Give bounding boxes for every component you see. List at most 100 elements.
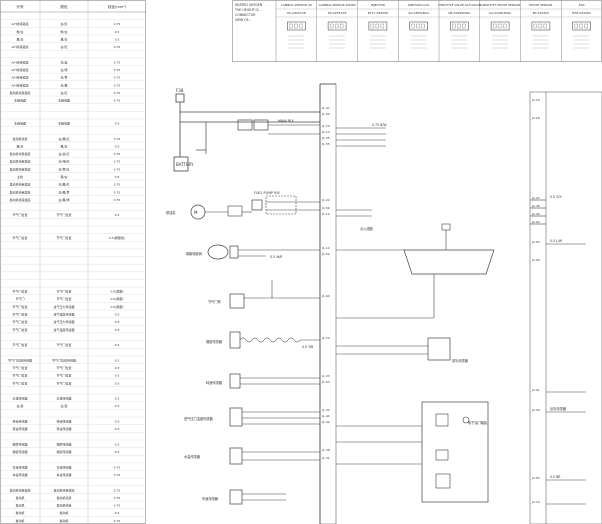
o2-label: 前氧传感器 <box>452 358 469 363</box>
table-cell: 0.75 <box>114 99 121 103</box>
ecu-pin-labels-left: J1-47J1-02J1-70J1-13J1-35J1-55J1-22J1-59… <box>321 106 330 460</box>
wire-label-3: 0.75 B/W <box>372 123 387 127</box>
table-cell: 水温传感器 <box>56 396 71 401</box>
table-cell: 0.5 <box>115 511 120 515</box>
table-cell: 节气门位置 <box>56 235 71 240</box>
connector-part: BT-S44365 <box>533 11 549 15</box>
table-cell: 节气门 <box>15 296 24 301</box>
table-cell: 转速传感器 <box>12 419 27 424</box>
connector-icon <box>287 21 306 31</box>
wire-label-4: 0.5 G/Y <box>550 195 562 199</box>
svg-text:M: M <box>194 210 198 215</box>
table-cell: 黑/白 <box>16 143 23 148</box>
table-cell: 进气温度传感器 <box>53 327 74 332</box>
ecu-pin-label: J1-31 <box>321 456 330 460</box>
connector-part: BTR-S44365 <box>572 11 590 15</box>
table-cell: 节气门位置 <box>12 212 27 217</box>
table-cell: 发动机线束插接 <box>9 182 30 187</box>
table-cell: 水温传感器 <box>12 396 27 401</box>
canister-valve: 碳罐电磁阀 0.5 W/R <box>186 244 320 260</box>
fuse-label: F38 <box>176 88 184 93</box>
ecu-right-wires: 0.75 B/W 0.5 G/Y 0.5 L/W 0.5 BR 点火线圈 后氧传… <box>336 123 586 505</box>
pedal-label: 电子油门踏板 <box>468 420 488 425</box>
table-cell: 0.5 <box>115 420 120 424</box>
relay-fuel: FUEL PUMP RLY <box>251 191 320 215</box>
table-cell: 节气门位置 <box>12 327 27 332</box>
ecu-pin-label: J1-70 <box>321 124 330 128</box>
connector-part: KA-S2981DWA <box>489 11 512 15</box>
ecu-pin-label: J2-14 <box>531 500 540 504</box>
table-cell: 主继电器 <box>14 98 26 103</box>
fuel-pump: M 燃油泵 <box>166 204 252 220</box>
table-cell: 白/蓝 <box>60 403 67 408</box>
table-cell: 0.5(屏蔽) <box>110 289 123 294</box>
map-sensor: 进气压力温度传感器 <box>184 407 320 427</box>
table-cell: 0.75 <box>114 152 121 156</box>
table-cell: 0.5(屏蔽) <box>110 296 123 301</box>
table-cell: 发动机线束插接 <box>9 166 30 171</box>
ecu-pin-label: J1-33 <box>321 374 330 378</box>
ecu-pin-label: J1-74 <box>321 336 330 340</box>
wire-label-1: 0.5 W/R <box>270 255 283 259</box>
table-cell: 节气门位置 <box>12 235 27 240</box>
table-cell: 白/蓝/红 <box>58 151 69 156</box>
table-cell: 进气压力传感器 <box>53 319 74 324</box>
table-cell: 白/红 <box>60 44 67 49</box>
table-cell: 节气门位置 <box>12 380 27 385</box>
table-cell: 0.75 <box>114 465 121 469</box>
ecu-block <box>319 83 337 524</box>
table-cell: 节气门位置 <box>12 312 27 317</box>
table-cell: 发动机 <box>59 510 68 515</box>
table-cell: 爆震传感器 <box>56 449 71 454</box>
ecu-pin-label: J1-55 <box>321 142 330 146</box>
table-cell: 0.5 <box>115 144 120 148</box>
ecu-pin-label: J2-05 <box>531 240 540 244</box>
relay-label-fuel: FUEL PUMP RLY <box>254 191 281 195</box>
wire-label-5: 0.5 L/W <box>550 239 563 243</box>
table-cell: 0.5 <box>115 313 120 317</box>
rpm-label: 转速传感器 <box>206 380 223 385</box>
schematic: F38 BATTERY MAIN RLY FUEL PUMP RLY <box>166 83 602 524</box>
table-cell: A/H线束插接 <box>11 59 28 64</box>
table-cell: 节气门位置 <box>56 373 71 378</box>
table-cell: 0.5 <box>115 427 120 431</box>
table-cell: A/H线束插接 <box>11 44 28 49</box>
table-cell: 0.75 <box>114 83 121 87</box>
table-cell: 转速传感器 <box>56 419 71 424</box>
table-cell: 黑/白 <box>60 36 67 41</box>
table-cell: 发动机 <box>59 518 68 523</box>
ecu-pin-label: J2-10 <box>531 98 540 102</box>
ecu-pin-label: J1-52 <box>321 252 330 256</box>
table-cell: 白/黄 <box>60 75 67 80</box>
table-cell: 0.75 <box>114 137 121 141</box>
table-cell: 主继电器 <box>58 120 70 125</box>
table-cell: 节气门位置 <box>56 212 71 217</box>
table-cell: 0.75 <box>114 504 121 508</box>
table-cell: 发动机线束 <box>56 495 71 500</box>
relay-main: MAIN RLY <box>237 119 320 135</box>
table-cell: 0.5 <box>115 358 120 362</box>
table-cell: 白/蓝 <box>16 403 23 408</box>
knock-sensor: 爆震传感器 0.5 Y/B <box>206 331 320 349</box>
table-cell: 白/黄/红 <box>58 166 69 171</box>
ecu-pin-label: J1-44 <box>321 414 330 418</box>
table-cell: 主线 <box>17 174 23 179</box>
table-header-cell: 颜色 <box>60 4 68 9</box>
table-cell: 转速传感器 <box>56 426 71 431</box>
ecu-pin-label: J2-40 <box>531 212 540 216</box>
ecu-pin-label: J1-47 <box>321 106 330 110</box>
table-cell: 0.5 <box>115 381 120 385</box>
connector-title: THROTTLE VALVE ACTUATOR <box>437 3 481 7</box>
ecu-pin-label: J1-59 <box>321 206 330 210</box>
table-cell: 进气温度传感器 <box>53 312 74 317</box>
table-cell: 白/绿 <box>60 67 67 72</box>
table-header-cell: 代号 <box>16 4 24 9</box>
table-cell: 主继电器 <box>58 98 70 103</box>
ecu-pin-label: J2-01 <box>531 388 540 392</box>
table-cell: 黑/白 <box>60 143 67 148</box>
table-cell: 发动机线束插接 <box>9 159 30 164</box>
table-cell: 白/黑/红 <box>58 182 69 187</box>
canister-label: 碳罐电磁阀 <box>186 251 202 256</box>
ecu-pin-label: J2-38 <box>531 204 540 208</box>
